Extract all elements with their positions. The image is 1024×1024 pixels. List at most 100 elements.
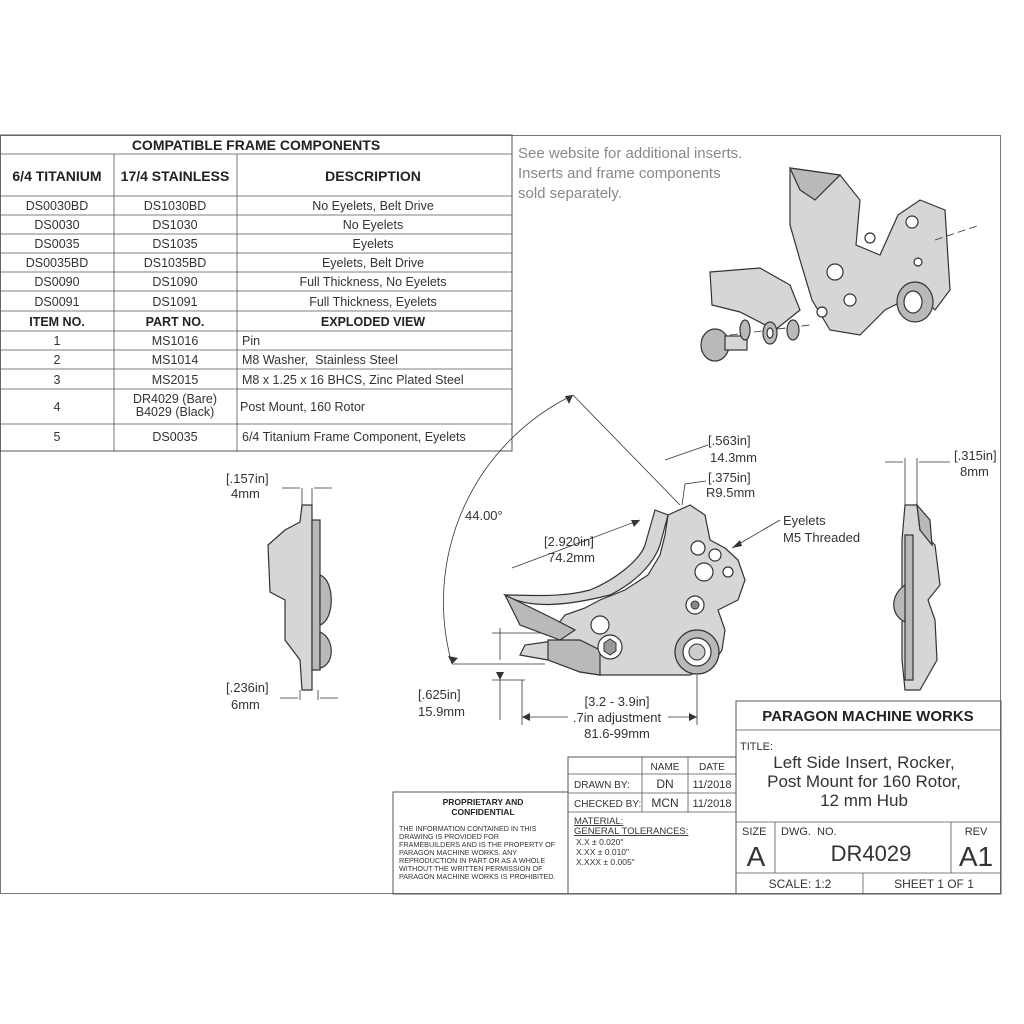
dim-label: 4mm [231, 486, 260, 501]
dim-label: [.375in] [708, 470, 751, 485]
checked-by-date: 11/2018 [693, 798, 732, 810]
part-number: B4029 (Black) [136, 405, 215, 419]
table-cell: Full Thickness, Eyelets [309, 295, 437, 309]
table-cell: Full Thickness, No Eyelets [299, 275, 446, 289]
dim-label: 6mm [231, 697, 260, 712]
proprietary-title: PROPRIETARY AND [443, 797, 524, 807]
proprietary-text: FRAMEBUILDERS AND IS THE PROPERTY OF [399, 840, 556, 849]
note-line: See website for additional inserts. [518, 145, 742, 162]
note-line: Inserts and frame components [518, 165, 721, 182]
table-cell: DS1030BD [144, 199, 207, 213]
table-cell: DS1030 [152, 218, 197, 232]
part-description: Post Mount, 160 Rotor [240, 400, 365, 414]
dim-label: [3.2 - 3.9in] [584, 694, 649, 709]
scale-label: SCALE: 1:2 [769, 877, 832, 891]
proprietary-text: DRAWING IS PROVIDED FOR [399, 832, 499, 841]
proprietary-text: REPRODUCTION IN PART OR AS A WHOLE [399, 856, 545, 865]
dim-label: 8mm [960, 464, 989, 479]
table-cell: DS1035BD [144, 256, 207, 270]
part-description: 6/4 Titanium Frame Component, Eyelets [242, 430, 466, 444]
part-number: DR4029 (Bare) [133, 392, 217, 406]
part-number: MS2015 [152, 373, 199, 387]
left-side-view: [.157in] 4mm [.236in] 6mm [226, 471, 338, 712]
components-table-title: COMPATIBLE FRAME COMPONENTS [132, 137, 380, 153]
dim-label: .7in adjustment [573, 710, 662, 725]
drawn-by-name: DN [656, 777, 673, 791]
table-cell: DS1090 [152, 275, 197, 289]
proprietary-text: PARAGON MACHINE WORKS. ANY [399, 848, 517, 857]
item-number: 2 [54, 353, 61, 367]
title-label: TITLE: [740, 741, 773, 753]
tolerances-label: GENERAL TOLERANCES: [574, 826, 688, 837]
part-description: Pin [242, 334, 260, 348]
header-titanium: 6/4 TITANIUM [12, 168, 101, 184]
header-part-no: PART NO. [146, 315, 205, 329]
part-description: M8 Washer, Stainless Steel [242, 353, 398, 367]
dim-label: [.625in] [418, 687, 461, 702]
right-side-view: [.315in] 8mm [885, 448, 997, 691]
part-description: M8 x 1.25 x 16 BHCS, Zinc Plated Steel [242, 373, 464, 387]
rev-label: REV [965, 826, 988, 838]
exploded-iso-view [700, 167, 981, 362]
material-label: MATERIAL: [574, 816, 623, 827]
title-block: PROPRIETARY AND CONFIDENTIAL THE INFORMA… [392, 700, 1002, 895]
drawing-title-line: Left Side Insert, Rocker, [773, 753, 954, 772]
dim-label: [2.920in] [544, 534, 594, 549]
checked-by-name: MCN [651, 796, 678, 810]
note: See website for additional inserts. Inse… [518, 145, 742, 202]
components-table: COMPATIBLE FRAME COMPONENTS 6/4 TITANIUM… [0, 134, 513, 452]
tolerance-value: X.X ± 0.020" [576, 837, 623, 847]
table-cell: Eyelets, Belt Drive [322, 256, 424, 270]
tolerance-value: X.XXX ± 0.005" [576, 857, 635, 867]
dim-label: 15.9mm [418, 704, 465, 719]
drawn-by-date: 11/2018 [693, 779, 732, 791]
dim-label: 14.3mm [710, 450, 757, 465]
size-value: A [747, 841, 766, 872]
company-name: PARAGON MACHINE WORKS [762, 708, 973, 725]
checked-by-label: CHECKED BY: [574, 799, 641, 810]
dim-label: 81.6-99mm [584, 726, 650, 741]
table-cell: DS0030BD [26, 199, 89, 213]
dim-label: 74.2mm [548, 550, 595, 565]
dim-label: [.236in] [226, 680, 269, 695]
proprietary-text: PARAGON MACHINE WORKS IS PROHIBITED. [399, 872, 555, 881]
name-header: NAME [651, 762, 680, 773]
drawing-title-line: 12 mm Hub [820, 791, 908, 810]
date-header: DATE [699, 762, 725, 773]
drawing-title-line: Post Mount for 160 Rotor, [767, 772, 961, 791]
table-cell: DS0090 [34, 275, 79, 289]
size-label: SIZE [742, 826, 766, 838]
table-cell: DS0030 [34, 218, 79, 232]
table-cell: Eyelets [353, 237, 394, 251]
part-number: DS0035 [152, 430, 197, 444]
item-number: 4 [54, 400, 61, 414]
table-cell: DS0035BD [26, 256, 89, 270]
dim-label: [.157in] [226, 471, 269, 486]
table-cell: DS1035 [152, 237, 197, 251]
sheet-label: SHEET 1 OF 1 [894, 877, 974, 891]
item-number: 3 [54, 373, 61, 387]
tolerance-value: X.XX ± 0.010" [576, 847, 629, 857]
main-front-view: 44.00° [2.920in] 74.2mm [.563in] 14.3mm … [418, 394, 860, 741]
callout-label: Eyelets [783, 513, 826, 528]
header-exploded-view: EXPLODED VIEW [321, 315, 425, 329]
drawn-by-label: DRAWN BY: [574, 780, 630, 791]
part-number: MS1016 [152, 334, 199, 348]
table-cell: DS0035 [34, 237, 79, 251]
dim-label: [.563in] [708, 433, 751, 448]
part-number: MS1014 [152, 353, 199, 367]
callout-label: M5 Threaded [783, 530, 860, 545]
table-cell: No Eyelets [343, 218, 403, 232]
table-cell: No Eyelets, Belt Drive [312, 199, 434, 213]
dwg-no-value: DR4029 [831, 841, 912, 866]
dim-label: R9.5mm [706, 485, 755, 500]
dwg-no-label: DWG. NO. [781, 826, 837, 838]
proprietary-title: CONFIDENTIAL [451, 807, 514, 817]
table-cell: DS0091 [34, 295, 79, 309]
item-number: 5 [54, 430, 61, 444]
dim-label: [.315in] [954, 448, 997, 463]
header-stainless: 17/4 STAINLESS [121, 168, 230, 184]
proprietary-text: WITHOUT THE WRITTEN PERMISSION OF [399, 864, 543, 873]
table-cell: DS1091 [152, 295, 197, 309]
